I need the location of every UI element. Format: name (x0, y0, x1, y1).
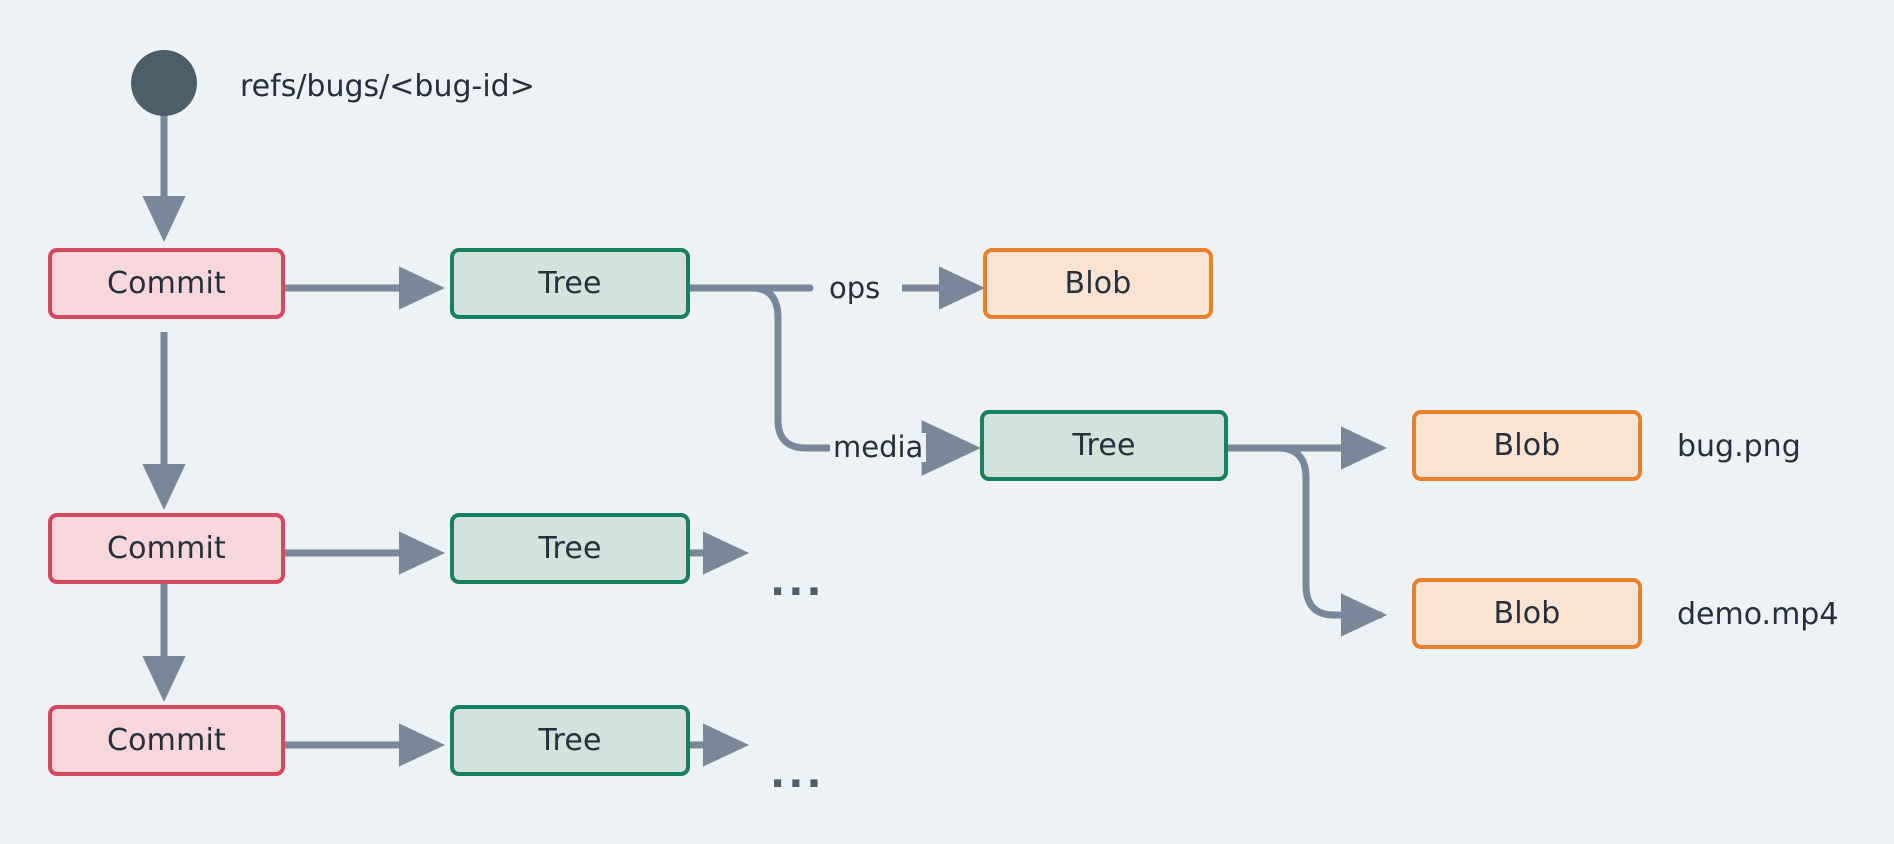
edge-label-ops: ops (826, 274, 884, 303)
node-tree-1[interactable]: Tree (450, 248, 690, 319)
node-commit-1[interactable]: Commit (48, 248, 285, 319)
node-blob-ops-label: Blob (1064, 266, 1132, 301)
node-tree-media-label: Tree (1072, 428, 1136, 463)
ref-pointer-dot[interactable] (131, 50, 197, 116)
node-tree-2[interactable]: Tree (450, 513, 690, 584)
node-commit-2[interactable]: Commit (48, 513, 285, 584)
node-blob-ops[interactable]: Blob (983, 248, 1213, 319)
node-blob-bug-png[interactable]: Blob (1412, 410, 1642, 481)
node-commit-3-label: Commit (106, 723, 227, 758)
node-tree-media[interactable]: Tree (980, 410, 1228, 481)
node-blob-demo-mp4-label: Blob (1493, 596, 1561, 631)
node-tree-3[interactable]: Tree (450, 705, 690, 776)
node-commit-1-label: Commit (106, 266, 227, 301)
node-blob-bug-png-label: Blob (1493, 428, 1561, 463)
ellipsis-tree-3-children: ... (770, 751, 825, 797)
node-tree-1-label: Tree (538, 266, 602, 301)
node-commit-2-label: Commit (106, 531, 227, 566)
file-label-demo-mp4: demo.mp4 (1677, 597, 1839, 632)
edge-tree1-branch-down (686, 284, 832, 452)
edge-label-media: media (830, 433, 927, 462)
ref-label: refs/bugs/<bug-id> (240, 69, 535, 104)
ellipsis-tree-2-children: ... (770, 559, 825, 605)
file-label-bug-png: bug.png (1677, 429, 1801, 464)
node-tree-3-label: Tree (538, 723, 602, 758)
node-blob-demo-mp4[interactable]: Blob (1412, 578, 1642, 649)
node-tree-2-label: Tree (538, 531, 602, 566)
edge-mediatree-to-blob-demo (1224, 444, 1388, 637)
node-commit-3[interactable]: Commit (48, 705, 285, 776)
